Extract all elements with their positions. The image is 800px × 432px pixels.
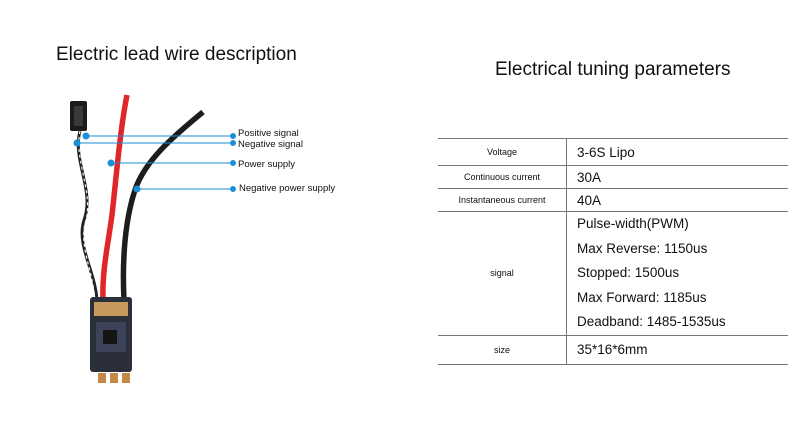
red-power-wire: [100, 94, 130, 301]
parameters-table: Voltage 3-6S Lipo Continuous current 30A…: [438, 138, 788, 365]
callout-positive-signal: Positive signal: [238, 128, 299, 139]
callout-dot: [133, 185, 141, 193]
param-value: 35*16*6mm: [566, 334, 788, 365]
table-row: signal Pulse-width(PWM) Max Reverse: 115…: [438, 211, 788, 336]
param-value: Deadband: 1485-1535us: [577, 314, 726, 329]
callout-dot: [82, 132, 90, 140]
param-value: Max Forward: 1185us: [577, 289, 707, 305]
table-row: Instantaneous current 40A: [438, 188, 788, 212]
esc-pad: [122, 373, 130, 383]
table-row: Continuous current 30A: [438, 165, 788, 189]
callout-power-supply: Power supply: [238, 159, 296, 170]
lead-wire-title: Electric lead wire description: [56, 44, 297, 65]
param-value: Max Reverse: 1150us: [577, 240, 708, 256]
signal-wire: [76, 130, 99, 301]
param-value: Stopped: 1500us: [577, 265, 680, 280]
param-label: signal: [438, 211, 567, 336]
param-value: 40A: [566, 188, 788, 212]
param-value: 3-6S Lipo: [566, 138, 788, 166]
param-value: 30A: [566, 165, 788, 189]
table-row: Voltage 3-6S Lipo: [438, 138, 788, 166]
esc-pad: [110, 373, 118, 383]
callout-dot: [73, 139, 81, 147]
param-label: Voltage: [438, 138, 567, 166]
param-label: size: [438, 334, 567, 365]
param-value-list: Pulse-width(PWM) Max Reverse: 1150us Sto…: [566, 211, 788, 336]
param-label: Continuous current: [438, 165, 567, 189]
param-label: Instantaneous current: [438, 188, 567, 212]
param-value: Pulse-width(PWM): [577, 216, 689, 231]
black-negative-wire: [120, 109, 205, 301]
table-row: size 35*16*6mm: [438, 334, 788, 365]
callout-negative-signal: Negative signal: [238, 139, 303, 150]
tuning-parameters-title: Electrical tuning parameters: [495, 59, 731, 80]
callout-negative-power-supply: Negative power supply: [239, 183, 336, 194]
callout-dot: [107, 159, 115, 167]
esc-pad: [98, 373, 106, 383]
